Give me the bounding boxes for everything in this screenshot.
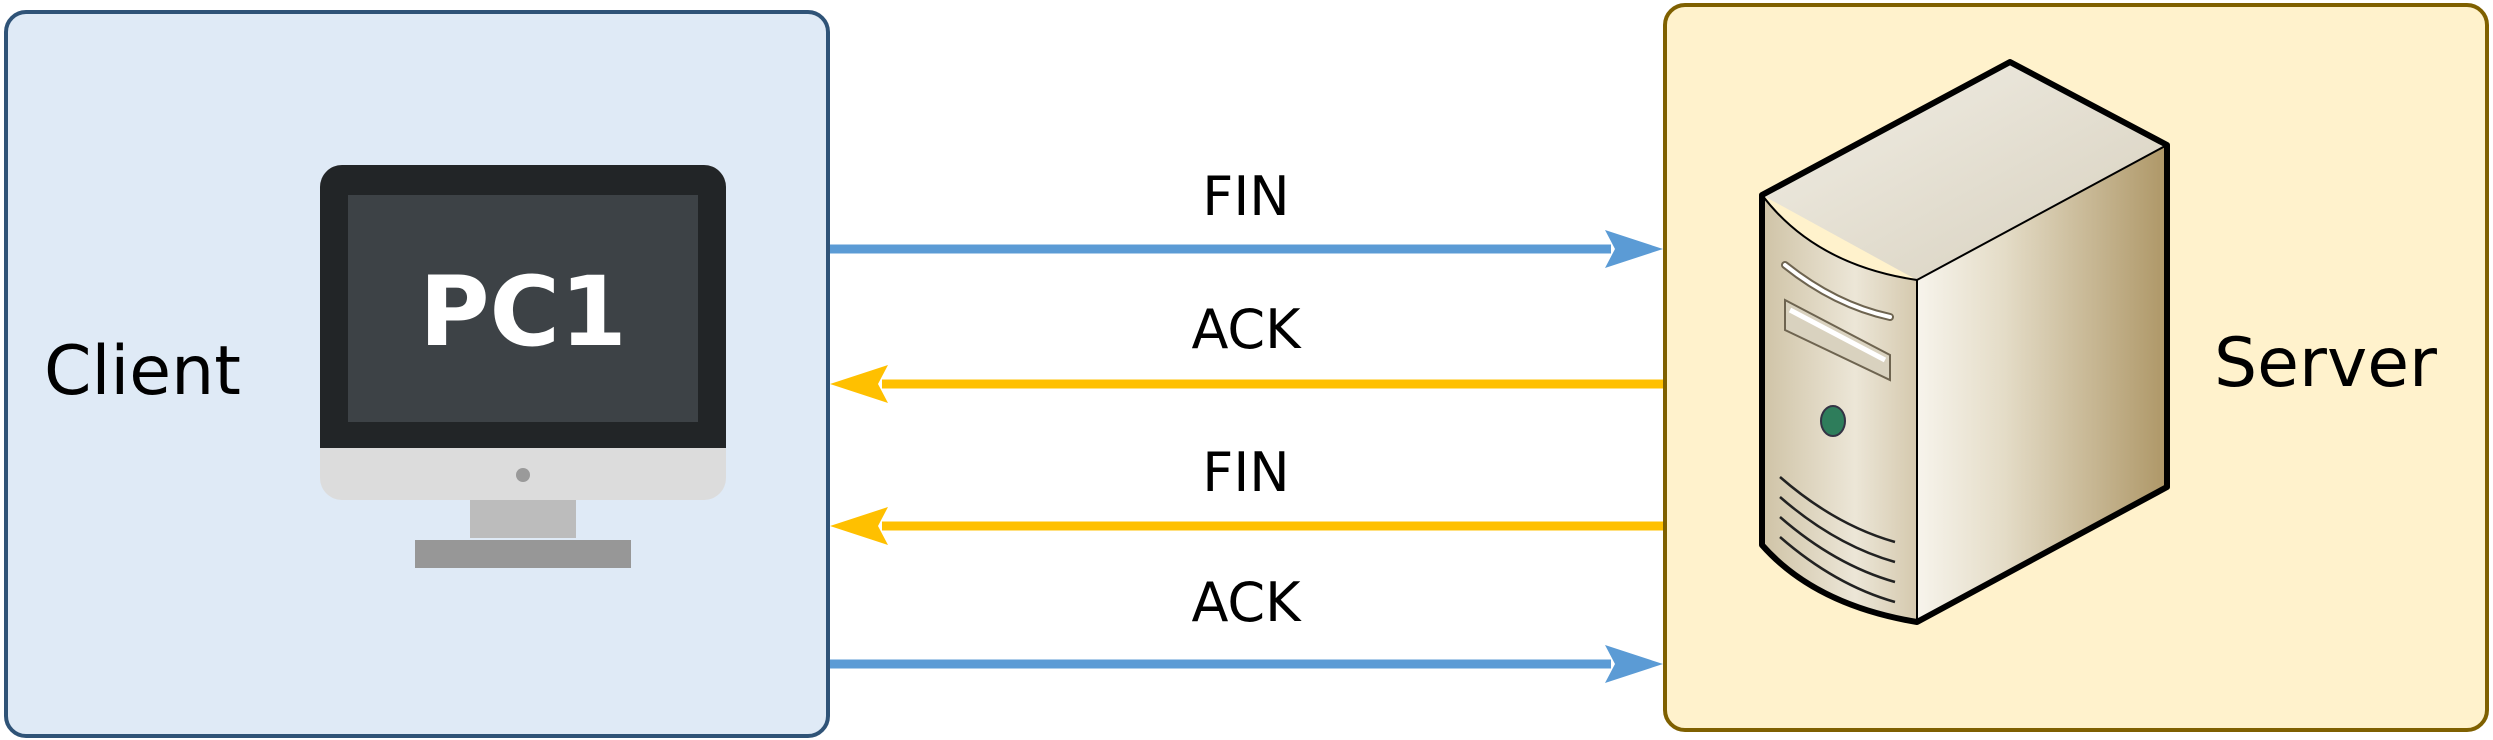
monitor-neck: [470, 500, 576, 538]
arrow-3-server-to-client: [830, 507, 1663, 545]
server-side: [1917, 145, 2167, 622]
message-label-fin-2: FIN: [1202, 441, 1290, 504]
arrowhead-icon: [1605, 645, 1663, 683]
client-label: Client: [44, 332, 241, 411]
message-label-ack-1: ACK: [1191, 298, 1301, 361]
desktop-monitor-icon: PC1: [320, 165, 726, 568]
monitor-base: [415, 540, 631, 568]
power-indicator: [516, 468, 530, 482]
arrowhead-icon: [830, 365, 888, 403]
arrow-2-server-to-client: [830, 365, 1663, 403]
arrowhead-icon: [830, 507, 888, 545]
server-top: [1762, 62, 2167, 280]
arrow-4-client-to-server: [830, 645, 1663, 683]
server-label: Server: [2214, 324, 2437, 403]
message-label-fin-1: FIN: [1202, 165, 1290, 228]
monitor-screen: [348, 195, 698, 422]
arrow-1-client-to-server: [830, 230, 1663, 268]
pc-screen-text: PC1: [419, 256, 627, 368]
arrowhead-icon: [1605, 230, 1663, 268]
power-button-icon: [1820, 405, 1846, 437]
server-tower-icon: [1759, 59, 2170, 625]
message-label-ack-2: ACK: [1191, 571, 1301, 634]
